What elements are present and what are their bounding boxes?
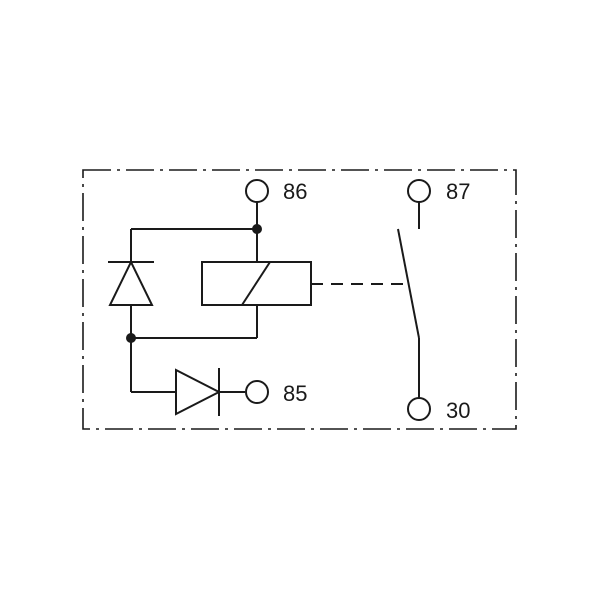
series-diode-icon — [175, 368, 222, 416]
terminal-30 — [407, 397, 431, 421]
terminal-30-label: 30 — [446, 398, 470, 423]
terminal-86 — [245, 179, 269, 203]
terminal-85-label: 85 — [283, 381, 307, 406]
terminal-87-label: 87 — [446, 179, 470, 204]
junction-dot-top — [252, 224, 262, 234]
terminal-85 — [245, 380, 269, 404]
relay-housing-outline — [82, 169, 517, 430]
terminal-86-label: 86 — [283, 179, 307, 204]
terminal-87 — [407, 179, 431, 203]
relay-coil-slash — [241, 261, 271, 306]
suppression-diode-icon — [108, 259, 154, 306]
junction-dot-bottom — [126, 333, 136, 343]
switch-blade-icon — [397, 228, 420, 339]
